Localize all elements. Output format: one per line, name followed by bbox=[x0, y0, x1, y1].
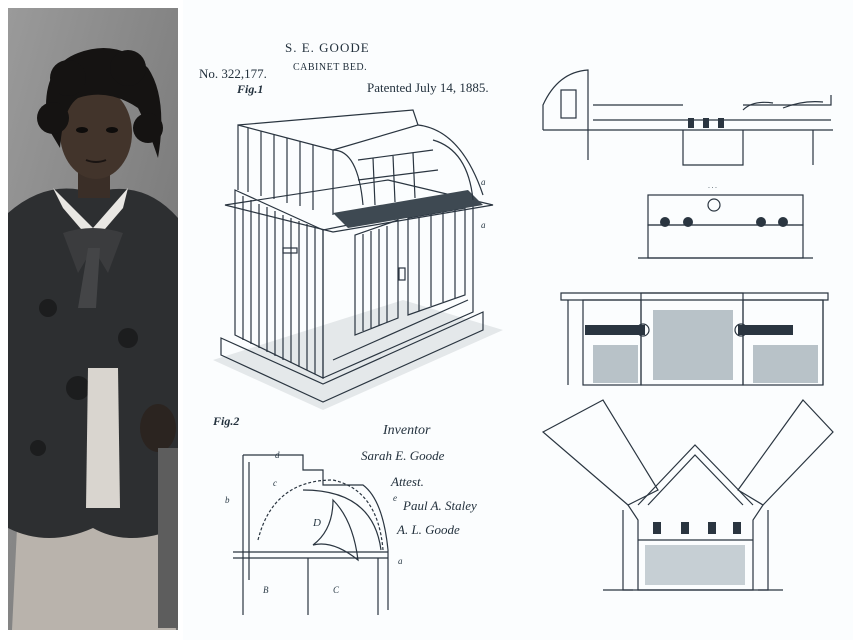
patent-number: No. 322,177. bbox=[199, 66, 267, 81]
fig3-bed-extended-drawing bbox=[542, 69, 833, 166]
fig4-end-view-drawing: · · · bbox=[638, 184, 813, 259]
svg-text:a: a bbox=[481, 177, 486, 187]
fig2-section-drawing bbox=[233, 454, 389, 615]
svg-text:a: a bbox=[481, 220, 486, 230]
fig2-letter-D: D bbox=[313, 517, 321, 529]
patent-date: Patented July 14, 1885. bbox=[367, 80, 489, 95]
patent-title: CABINET BED. bbox=[293, 62, 368, 73]
fig2-letter-b: b bbox=[225, 495, 230, 505]
fig2-letter-B: B bbox=[263, 585, 269, 595]
patent-sheet: S. E. GOODE CABINET BED. No. 322,177. Pa… bbox=[183, 0, 853, 640]
attest-heading: Attest. bbox=[391, 474, 424, 489]
fig2-label: Fig.2 bbox=[213, 414, 240, 428]
fig1-cabinet-drawing: a a bbox=[213, 109, 503, 410]
witness-signature-2: A. L. Goode bbox=[397, 522, 460, 537]
witness-signature-1: Paul A. Staley bbox=[403, 498, 477, 513]
fig2-letter-C: C bbox=[333, 585, 340, 595]
portrait-photo bbox=[8, 8, 178, 630]
svg-text:· · ·: · · · bbox=[708, 184, 717, 192]
inventor-heading: Inventor bbox=[383, 423, 431, 438]
fig2-letter-a: a bbox=[398, 556, 403, 566]
fig5-plan-drawing bbox=[560, 292, 829, 386]
inventor-signature: Sarah E. Goode bbox=[361, 448, 445, 463]
portrait-illustration bbox=[8, 8, 178, 630]
fig6-v-section-drawing bbox=[541, 399, 834, 591]
fig1-label: Fig.1 bbox=[237, 82, 264, 96]
patent-inventor-name: S. E. GOODE bbox=[285, 40, 370, 55]
fig2-letter-d: d bbox=[275, 450, 280, 460]
fig2-letter-c: c bbox=[273, 478, 277, 488]
fig2-letter-e: e bbox=[393, 493, 397, 503]
